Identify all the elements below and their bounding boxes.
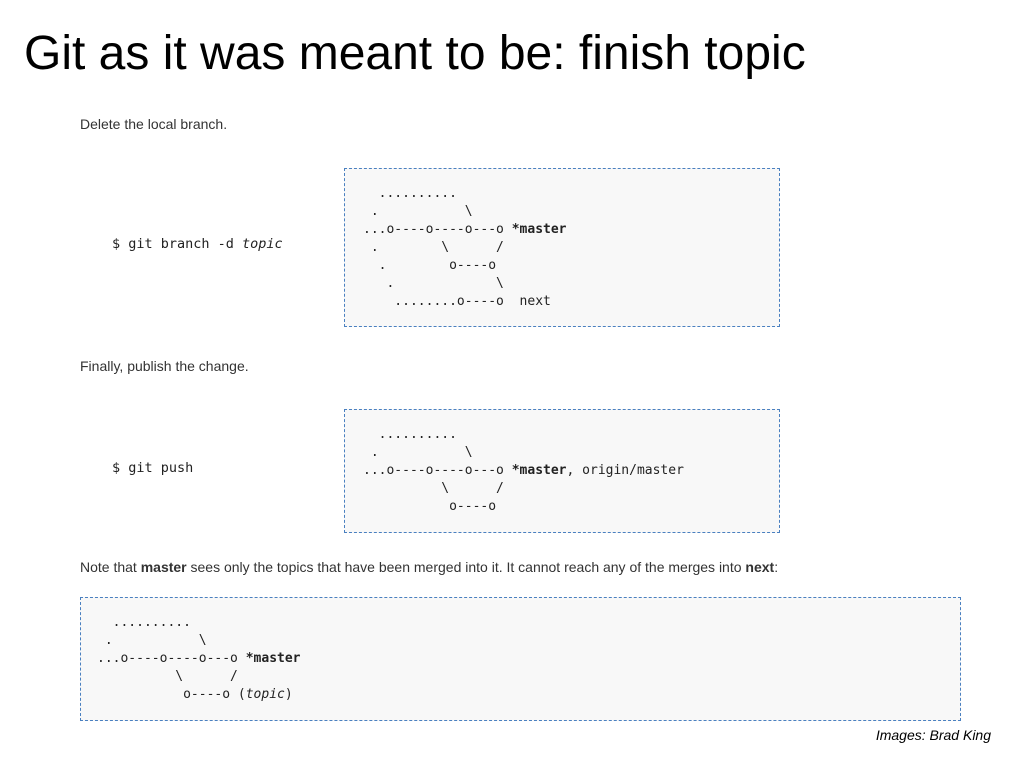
step1-graph: .......... . \ ...o----o----o---o *maste… xyxy=(363,185,567,311)
slide-title: Git as it was meant to be: finish topic xyxy=(24,27,806,80)
step1-instruction: Delete the local branch. xyxy=(80,116,228,132)
step1-command: $ git branch -d topic xyxy=(112,236,283,252)
step2-graph-line4: \ / xyxy=(363,481,504,496)
step1-graph-line5: . o----o xyxy=(363,258,497,273)
step1-graph-line3: ...o----o----o---o xyxy=(363,222,512,237)
step1-graph-line2: . \ xyxy=(363,204,473,219)
note-graph-line2: . \ xyxy=(97,633,207,648)
note-part2: sees only the topics that have been merg… xyxy=(186,559,746,575)
note-master: master xyxy=(140,559,187,575)
note-graph-line5-end: ) xyxy=(284,687,293,702)
note-part3: : xyxy=(774,559,779,575)
note-part1: Note that xyxy=(80,559,141,575)
note-graph-line1: .......... xyxy=(97,615,191,630)
step2-graph-line2: . \ xyxy=(363,445,473,460)
step2-graph-box: .......... . \ ...o----o----o---o *maste… xyxy=(344,409,780,533)
step1-graph-line7: ........o----o xyxy=(363,294,520,309)
note-graph: .......... . \ ...o----o----o---o *maste… xyxy=(97,614,301,704)
note-text: Note that master sees only the topics th… xyxy=(80,559,778,575)
step1-command-arg: topic xyxy=(242,236,283,252)
step2-graph-origin-label: , origin/master xyxy=(566,463,684,478)
step2-instruction: Finally, publish the change. xyxy=(80,358,249,374)
note-graph-topic-label: topic xyxy=(245,687,285,702)
step1-graph-line4: . \ / xyxy=(363,240,504,255)
step2-graph-line1: .......... xyxy=(363,427,457,442)
step2-graph-line3: ...o----o----o---o xyxy=(363,463,512,478)
step1-graph-next-label: next xyxy=(519,294,551,309)
step2-graph-master-label: *master xyxy=(511,463,567,478)
step2-graph-line5: o----o xyxy=(363,499,497,514)
step1-graph-box: .......... . \ ...o----o----o---o *maste… xyxy=(344,168,780,327)
image-credit: Images: Brad King xyxy=(875,727,991,743)
step1-graph-master-label: *master xyxy=(511,222,567,237)
note-graph-line3: ...o----o----o---o xyxy=(97,651,246,666)
note-next: next xyxy=(745,559,775,575)
step1-command-prefix: $ git branch -d xyxy=(112,236,243,252)
step2-command: $ git push xyxy=(112,460,194,476)
step1-graph-line1: .......... xyxy=(363,186,457,201)
note-graph-line5: o----o ( xyxy=(97,687,246,702)
note-graph-box: .......... . \ ...o----o----o---o *maste… xyxy=(80,597,961,721)
step2-graph: .......... . \ ...o----o----o---o *maste… xyxy=(363,426,684,516)
note-graph-line4: \ / xyxy=(97,669,238,684)
step1-graph-line6: . \ xyxy=(363,276,504,291)
note-graph-master-label: *master xyxy=(245,651,301,666)
